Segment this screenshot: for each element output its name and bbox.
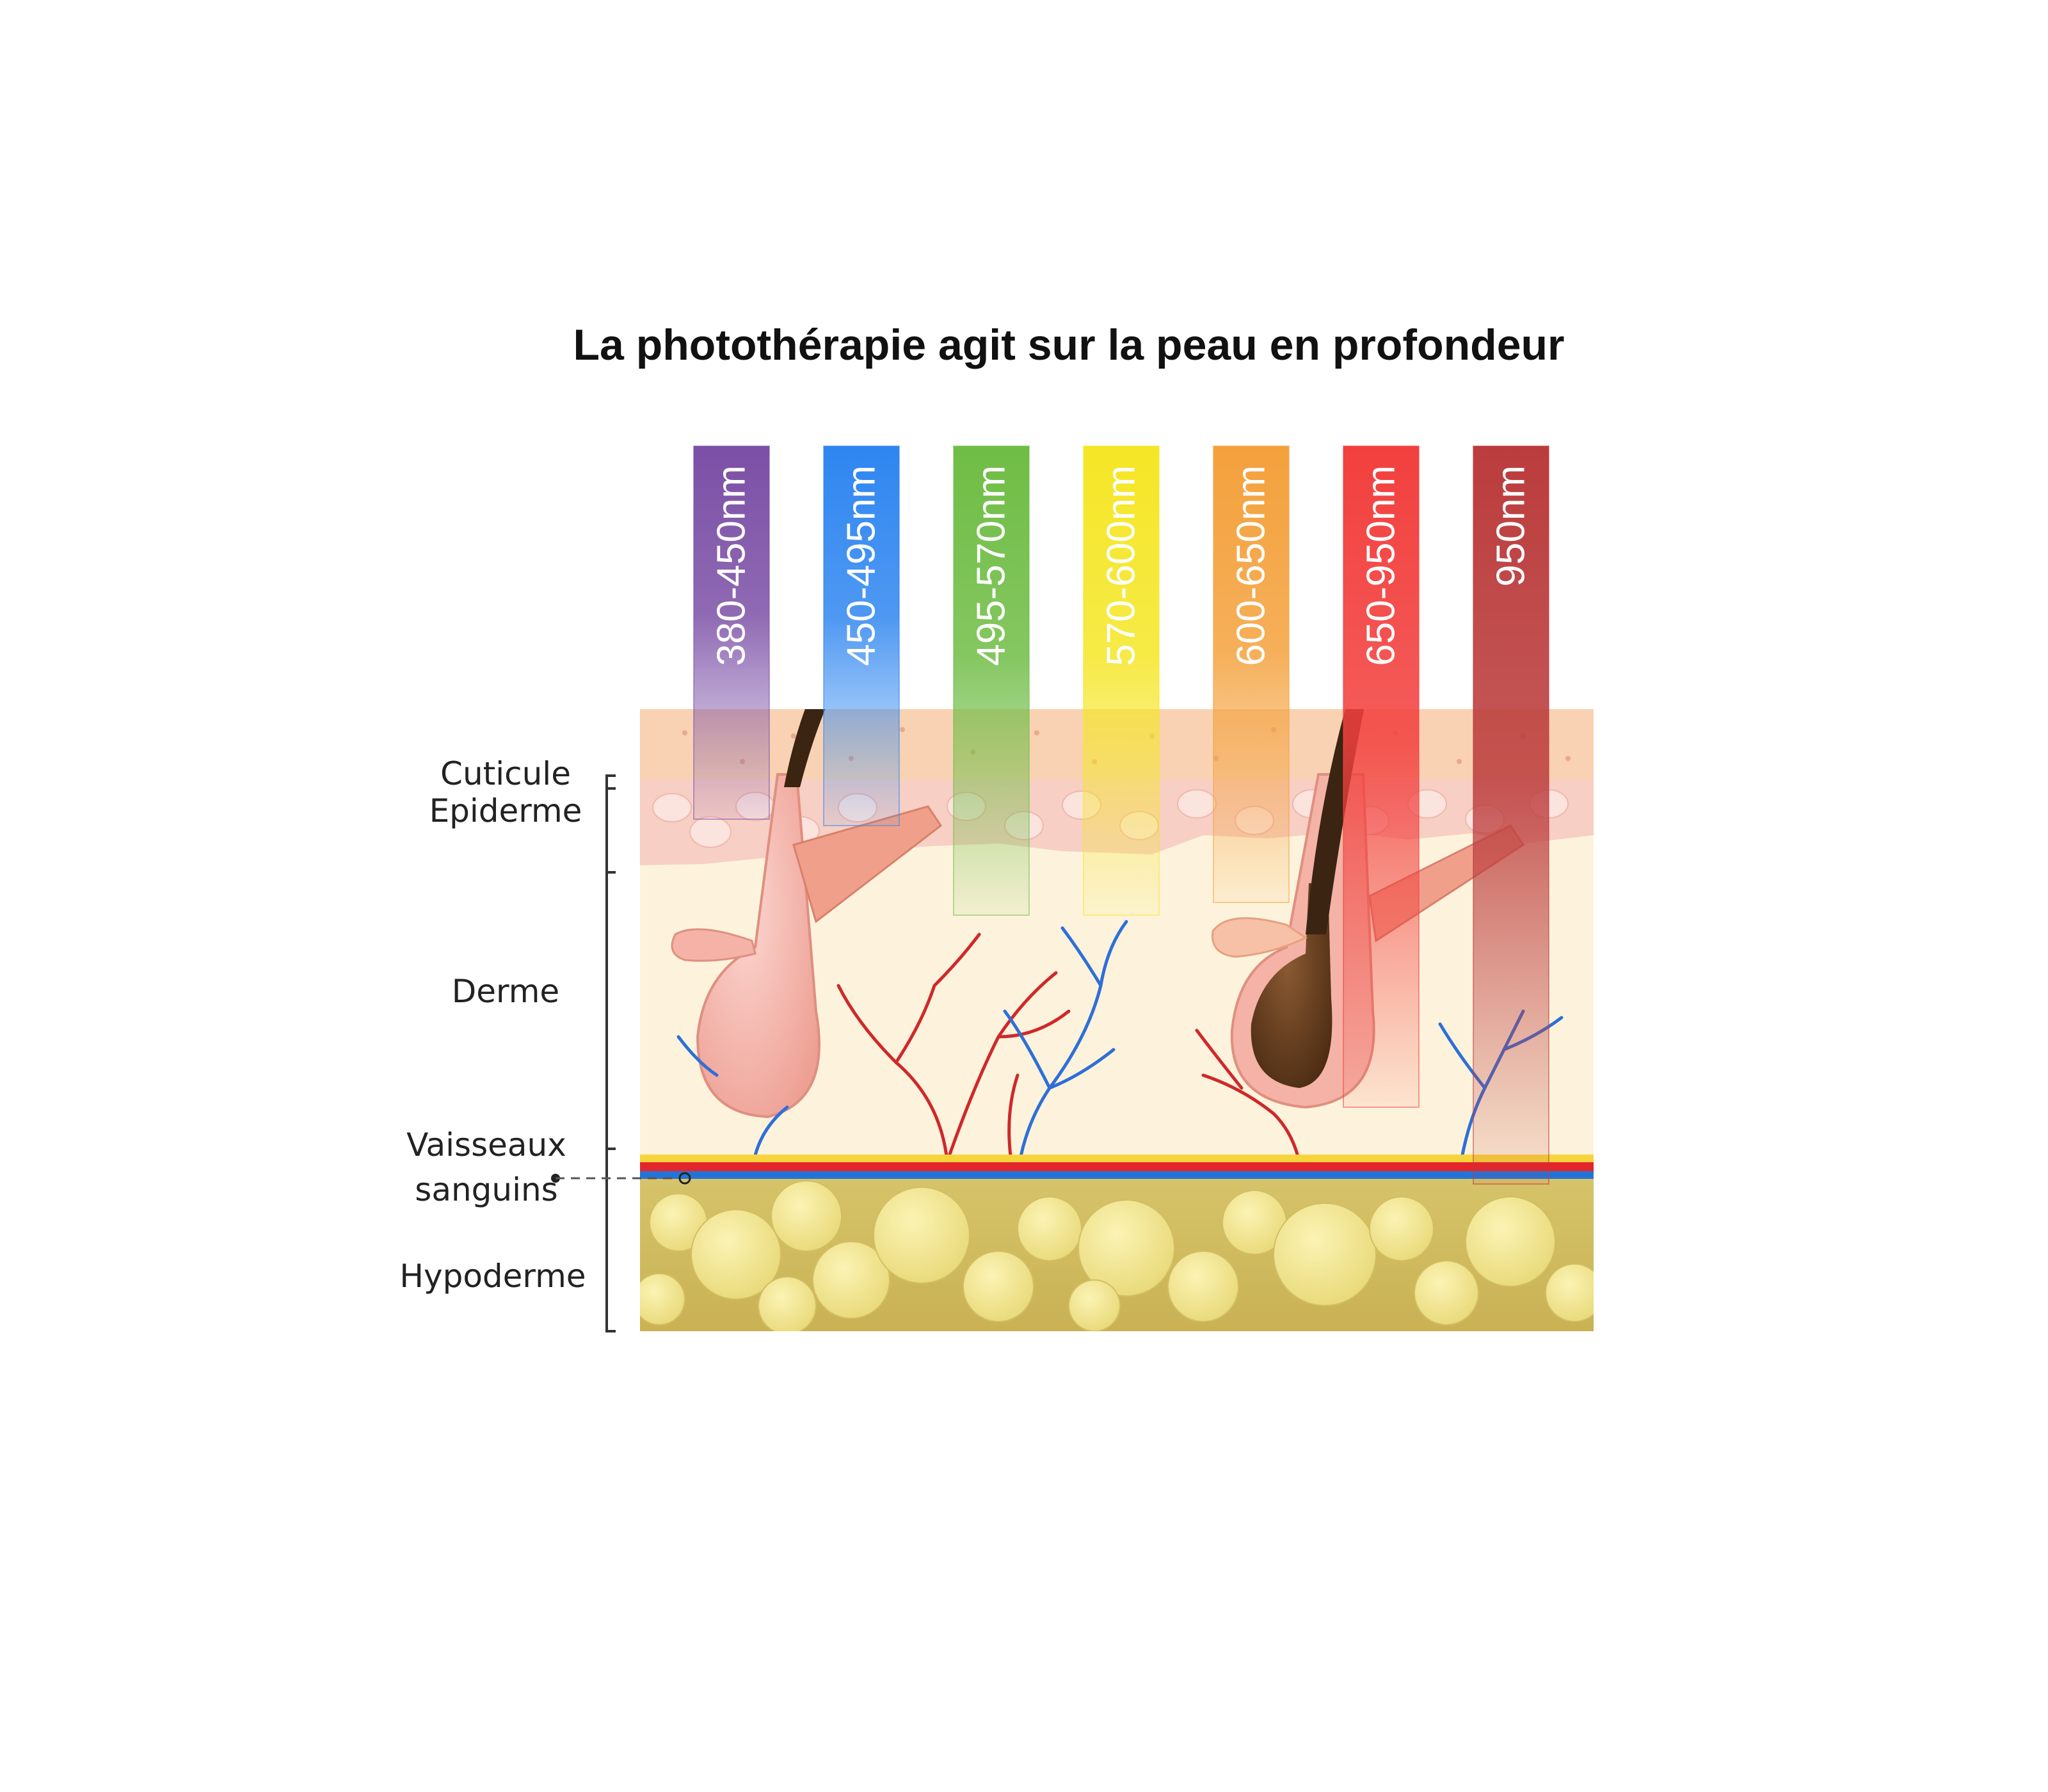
light-band-label-1: 380-450nm — [710, 465, 754, 666]
light-band-label-7: 950nm — [1489, 465, 1533, 587]
light-band-6 — [1343, 445, 1420, 1108]
label-cuticle: Cuticule — [440, 755, 571, 792]
hair-follicle-left — [671, 773, 943, 1119]
label-epidermis: Epiderme — [429, 792, 582, 829]
light-band-4 — [1083, 445, 1160, 916]
vessel-band-blue — [640, 1171, 1594, 1179]
light-band-2 — [823, 445, 900, 826]
layer-brackets — [605, 774, 616, 1332]
label-vessels-line2: sanguins — [415, 1171, 558, 1208]
skin-block — [640, 709, 1594, 1331]
label-dermis: Derme — [451, 973, 560, 1010]
light-band-label-3: 495-570nm — [970, 465, 1014, 666]
hair-shaft-left — [784, 709, 826, 787]
light-band-label-4: 570-600nm — [1100, 465, 1144, 666]
light-band-1 — [693, 445, 770, 820]
light-band-7 — [1473, 445, 1549, 1185]
light-band-label-5: 600-650nm — [1229, 465, 1274, 666]
vessel-band-red — [640, 1162, 1594, 1171]
light-band-label-2: 450-495nm — [840, 465, 884, 666]
vessel-band-yellow — [640, 1155, 1594, 1162]
light-bands: 380-450nm 450-495nm 495-570nm 570-600nm 600-… — [693, 445, 1549, 1185]
light-band-label-6: 650-950nm — [1359, 465, 1404, 666]
label-hypodermis: Hypoderme — [399, 1258, 586, 1295]
vessel-pointer — [551, 1172, 691, 1185]
light-band-3 — [953, 445, 1030, 916]
page-title: La photothérapie agit sur la peau en pro… — [573, 321, 1565, 369]
label-vessels-line1: Vaisseaux — [406, 1126, 566, 1164]
light-band-5 — [1213, 445, 1290, 903]
